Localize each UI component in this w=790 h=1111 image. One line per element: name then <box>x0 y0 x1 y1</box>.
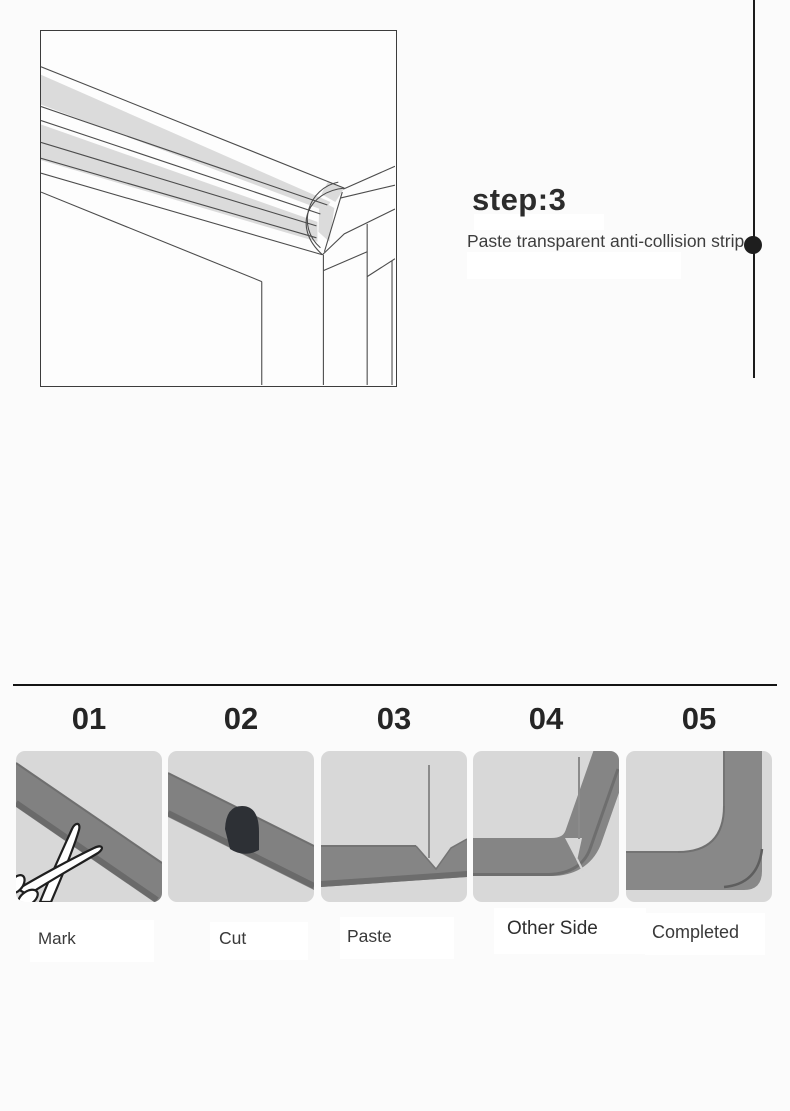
step-number-2: 02 <box>223 701 259 736</box>
step-label-mark: Mark <box>38 929 76 948</box>
diagram-frame <box>40 30 397 387</box>
strip-cap-top <box>321 181 345 203</box>
step-label-completed: Completed <box>652 922 740 942</box>
ghost-box <box>494 908 646 954</box>
strip-band-front <box>41 124 318 242</box>
step-panel-completed <box>626 751 772 902</box>
completed-illustration <box>626 751 764 890</box>
step-number-4: 04 <box>528 701 564 736</box>
strip-band-back <box>41 74 331 211</box>
ghost-box <box>210 922 308 960</box>
step-number-3: 03 <box>376 701 412 736</box>
step-description: Paste transparent anti-collision strip <box>467 231 745 251</box>
ghost-box <box>474 214 604 230</box>
mark-illustration <box>16 762 162 902</box>
step-title: step:3 <box>472 182 567 217</box>
ghost-box <box>467 252 681 279</box>
step-panel-paste <box>321 751 467 902</box>
ghost-box <box>30 920 154 962</box>
step-panel-cut <box>168 751 314 902</box>
step-number-5: 05 <box>681 701 717 736</box>
other-side-illustration <box>473 751 619 876</box>
step-number-1: 01 <box>71 701 107 736</box>
vertical-rule <box>753 0 755 378</box>
notch-cutout <box>225 806 259 854</box>
paste-illustration <box>321 765 467 887</box>
scissors-icon <box>16 822 103 902</box>
wrapped-edge-line <box>723 848 764 889</box>
step-panel-other-side <box>473 751 619 902</box>
line-art <box>40 66 396 385</box>
step-panel-mark <box>16 751 162 902</box>
cut-illustration <box>168 772 314 890</box>
ghost-box <box>645 913 765 955</box>
section-divider <box>13 684 777 686</box>
table-corner-illustration <box>40 66 396 385</box>
ghost-box <box>340 917 454 959</box>
bullet-dot <box>744 236 762 254</box>
closing-notch <box>565 838 582 861</box>
strip-cap-front <box>318 200 335 242</box>
step-label-cut: Cut <box>219 928 247 948</box>
step-label-other-side: Other Side <box>507 918 598 939</box>
step-label-paste: Paste <box>347 926 392 946</box>
